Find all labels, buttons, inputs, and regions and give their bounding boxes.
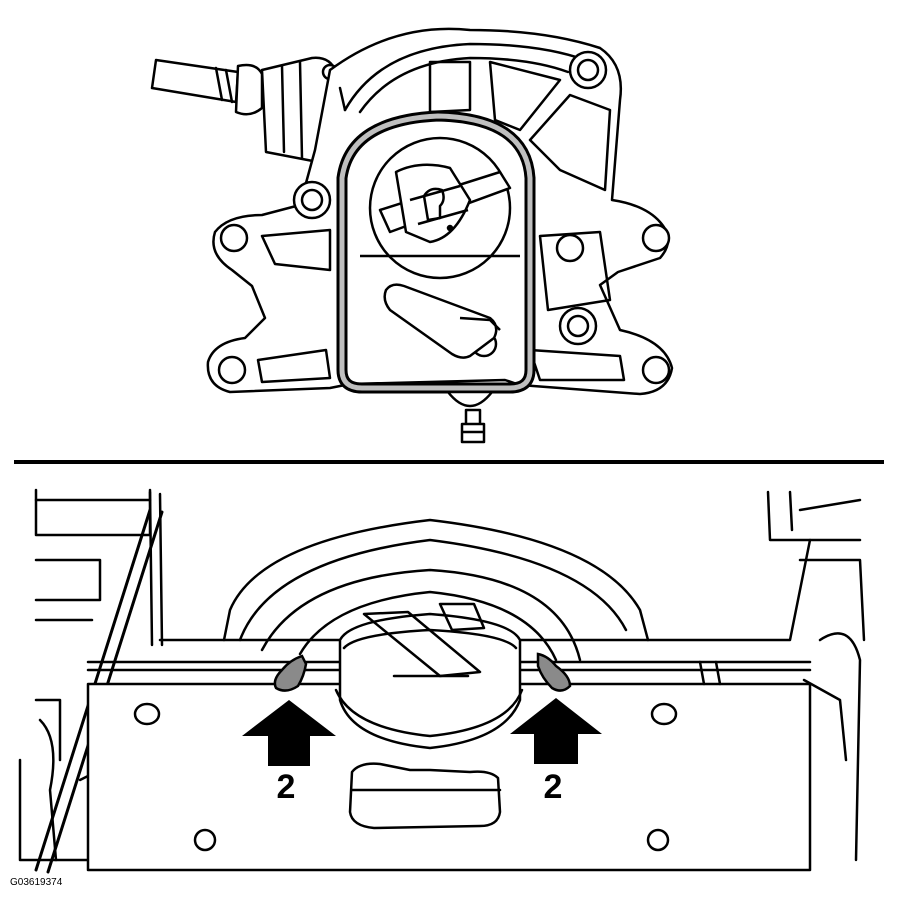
sealant-bead-right (536, 652, 572, 692)
callout-arrow-left-icon (242, 700, 336, 766)
pump-outlet-nipple (446, 390, 494, 444)
hose-connector (150, 56, 342, 164)
callout-arrow-right-icon (510, 698, 602, 764)
flange-slot (348, 762, 502, 830)
sealant-bead-left (273, 654, 308, 692)
callout-label-left: 2 (277, 768, 296, 806)
callout-label-right: 2 (544, 768, 563, 806)
pump-rotor (360, 136, 520, 359)
figure-id: G03619374 (10, 877, 63, 888)
cylinder-head-view (18, 488, 866, 874)
vacuum-pump-bore (334, 602, 524, 750)
pump-seal-gasket (336, 110, 536, 394)
